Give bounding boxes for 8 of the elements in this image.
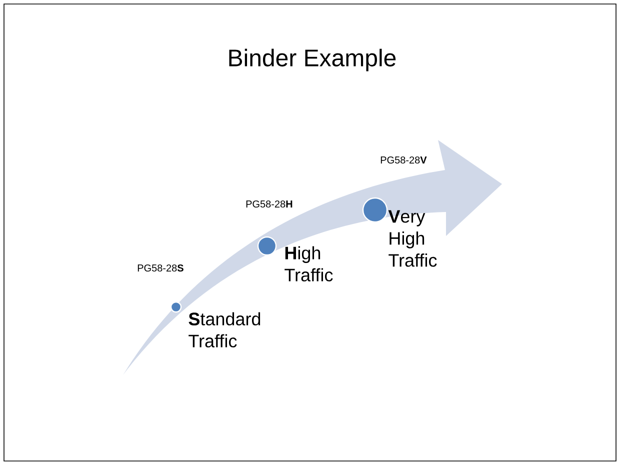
level-label: Very High Traffic [388,210,437,267]
grade-code: PG58-28H [246,200,292,208]
grade-code: PG58-28S [138,264,184,272]
curved-arrow [123,140,502,375]
grade-code: PG58-28V [380,156,427,164]
level-label: High Traffic [284,246,333,282]
level-label: Standard Traffic [188,312,260,348]
title: Binder Example [229,48,396,72]
